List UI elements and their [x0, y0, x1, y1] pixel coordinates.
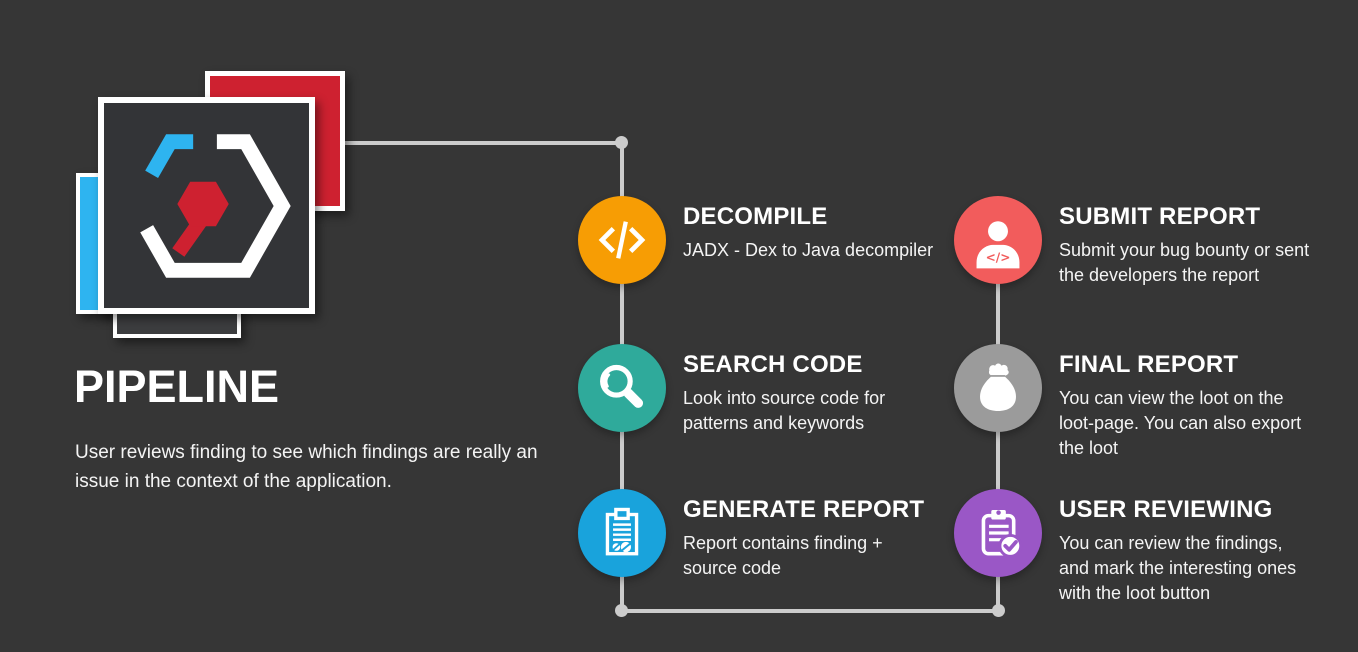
connector-joint-dot — [992, 604, 1005, 617]
step-title: USER REVIEWING — [1059, 496, 1273, 523]
step-description: You can view the loot on the loot-page. … — [1059, 388, 1302, 458]
step-title: SEARCH CODE — [683, 351, 863, 378]
hexagon-code-logo-icon — [139, 133, 291, 278]
connector-top-horizontal — [338, 141, 624, 145]
step-description: Submit your bug bounty or sent the devel… — [1059, 240, 1310, 285]
step-description: JADX - Dex to Java decompiler — [683, 240, 934, 260]
search-icon — [600, 364, 644, 408]
step-search-code: SEARCH CODE Look into source code for pa… — [578, 344, 968, 436]
step-title: DECOMPILE — [683, 203, 828, 230]
report-icon — [605, 507, 639, 556]
step-description: You can review the findings, and mark th… — [1059, 533, 1297, 603]
step-generate-report: GENERATE REPORT Report contains finding … — [578, 489, 968, 581]
generate-report-circle — [578, 489, 666, 577]
step-user-reviewing: USER REVIEWING You can review the findin… — [954, 489, 1344, 606]
person-code-icon: </> — [976, 221, 1020, 269]
final-report-circle — [954, 344, 1042, 432]
page-subtitle: User reviews finding to see which findin… — [75, 442, 538, 492]
svg-text:</>: </> — [986, 250, 1011, 264]
page-title: PIPELINE — [74, 361, 280, 412]
code-icon — [598, 221, 646, 259]
connector-bottom-horizontal — [620, 609, 1001, 613]
step-submit-report: </> SUBMIT REPORT Submit your bug bounty… — [954, 196, 1344, 288]
decompile-circle — [578, 196, 666, 284]
step-description: Report contains finding + source code — [683, 533, 883, 578]
search-code-circle — [578, 344, 666, 432]
submit-report-circle: </> — [954, 196, 1042, 284]
app-logo — [98, 97, 315, 314]
user-reviewing-circle — [954, 489, 1042, 577]
step-final-report: FINAL REPORT You can view the loot on th… — [954, 344, 1344, 461]
loot-bag-icon — [980, 363, 1016, 411]
clipboard-check-icon — [981, 510, 1023, 558]
step-title: FINAL REPORT — [1059, 351, 1239, 378]
connector-joint-dot — [615, 604, 628, 617]
step-description: Look into source code for patterns and k… — [683, 388, 886, 433]
connector-joint-dot — [615, 136, 628, 149]
step-title: GENERATE REPORT — [683, 496, 925, 523]
step-decompile: DECOMPILE JADX - Dex to Java decompiler — [578, 196, 968, 284]
step-title: SUBMIT REPORT — [1059, 203, 1261, 230]
